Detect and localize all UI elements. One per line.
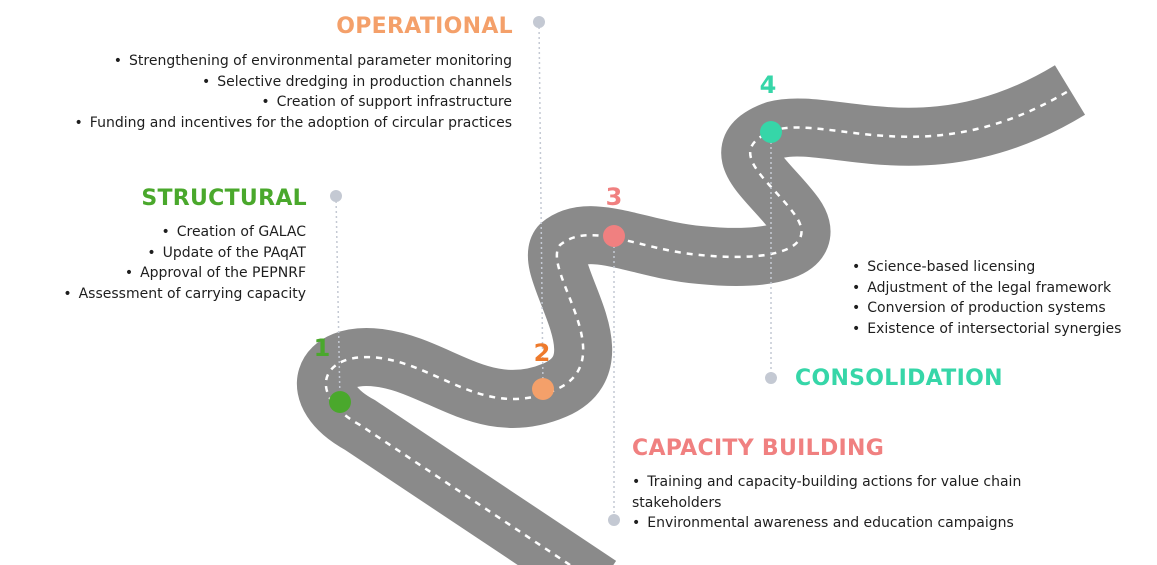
- connector-dot-operational: [533, 16, 545, 28]
- connector-structural: [335, 195, 341, 403]
- stage-1-number: 1: [314, 334, 331, 362]
- list-item: Environmental awareness and education ca…: [632, 513, 1102, 534]
- consolidation-list: Science-based licensing Adjustment of th…: [852, 257, 1121, 339]
- list-item: Funding and incentives for the adoption …: [75, 113, 512, 134]
- stage-2-number: 2: [534, 339, 551, 367]
- list-item: Adjustment of the legal framework: [852, 278, 1121, 299]
- list-item: Conversion of production systems: [852, 298, 1121, 319]
- capacity-building-title: CAPACITY BUILDING: [632, 436, 885, 461]
- structural-title: STRUCTURAL: [141, 186, 307, 211]
- stage-4-marker: [760, 121, 782, 143]
- stage-3-marker: [603, 225, 625, 247]
- list-item: Existence of intersectorial synergies: [852, 319, 1121, 340]
- list-item: Science-based licensing: [852, 257, 1121, 278]
- stage-1-marker: [329, 391, 351, 413]
- list-item: Training and capacity-building actions f…: [632, 472, 1102, 513]
- list-item: Approval of the PEPNRF: [63, 263, 306, 284]
- operational-title: OPERATIONAL: [336, 14, 513, 39]
- list-item: Assessment of carrying capacity: [63, 284, 306, 305]
- connector-dot-consolidation: [765, 372, 777, 384]
- connector-dot-capacity-building: [608, 514, 620, 526]
- stage-3-number: 3: [606, 183, 623, 211]
- operational-list: Strengthening of environmental parameter…: [75, 51, 512, 133]
- list-item: Creation of support infrastructure: [75, 92, 512, 113]
- list-item: Creation of GALAC: [63, 222, 306, 243]
- stage-4-number: 4: [760, 71, 777, 99]
- connector-operational: [538, 21, 544, 390]
- connector-dot-structural: [330, 190, 342, 202]
- structural-list: Creation of GALAC Update of the PAqAT Ap…: [63, 222, 306, 304]
- capacity-building-list: Training and capacity-building actions f…: [632, 472, 1102, 534]
- list-item: Selective dredging in production channel…: [75, 72, 512, 93]
- list-item: Update of the PAqAT: [63, 243, 306, 264]
- consolidation-title: CONSOLIDATION: [795, 366, 1003, 391]
- list-item: Strengthening of environmental parameter…: [75, 51, 512, 72]
- stage-2-marker: [532, 378, 554, 400]
